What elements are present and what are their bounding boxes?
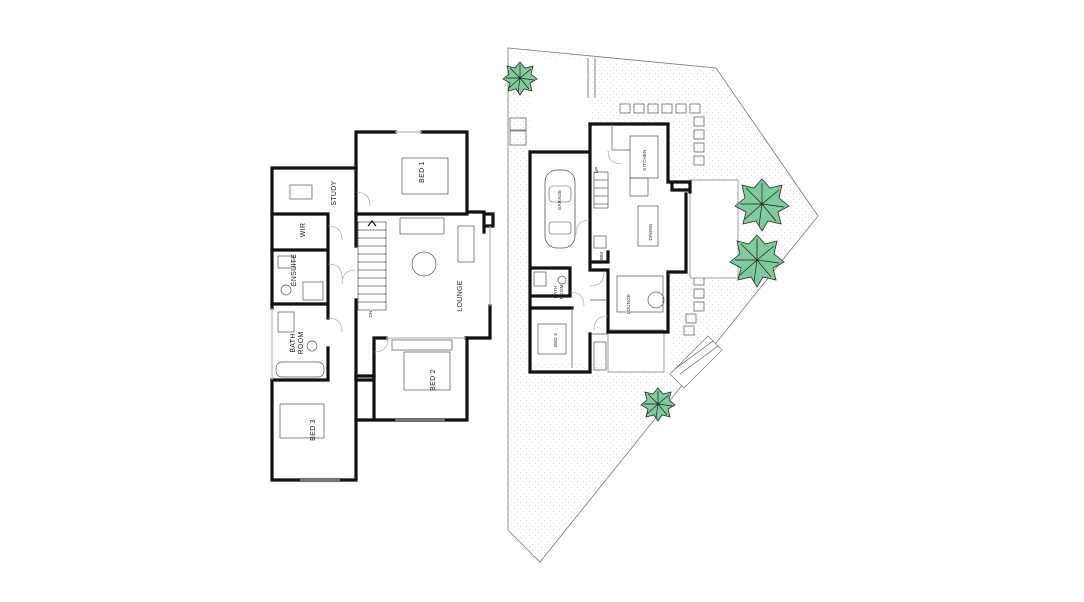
ground-floor-plan: GARAGE KITCHEN DINING BATH ROOM WM LOUNG… [502,47,819,563]
ground-door-swings [569,149,623,331]
upper-floor-interior-walls [270,212,469,422]
room-label-study: STUDY [331,180,338,205]
stair-label-up: UP [594,167,599,174]
room-label-bed4: BED 4 [553,333,558,347]
room-label-wir: WIR [300,223,307,238]
upper-floor-plan: STUDY BED 1 WIR ENSUITE LOUNGE BATH ROOM… [270,130,495,482]
ground-floor-walls [528,122,692,374]
room-label-dining: DINING [648,223,653,240]
room-label-kitchen: KITCHEN [642,149,647,170]
upper-door-swings [327,191,389,353]
room-label-bed3: BED 3 [310,419,317,441]
room-label-bathroom-upper-2: ROOM [298,332,305,355]
tree-icon [640,387,676,422]
room-label-bath-ground-2: ROOM [559,285,564,300]
room-label-garage: GARAGE [557,190,562,210]
room-label-lounge-ground: LOUNGE [626,294,631,314]
tree-icon [729,234,785,288]
upper-floor-walls [270,130,495,482]
room-label-bath-ground-1: BATH [553,286,558,298]
garden-steps [669,335,723,389]
tree-icon [734,178,790,232]
upper-staircase [357,221,387,311]
car-icon [544,169,576,249]
paving-tiles [619,103,705,336]
bins [509,117,527,146]
room-label-wm: WM [599,252,604,260]
room-label-lounge-upper: LOUNGE [457,280,464,311]
room-label-bed2: BED 2 [430,369,437,391]
room-label-bed1: BED 1 [419,161,426,183]
ground-interior-lines [533,124,665,371]
stair-arrow-icon [367,220,377,227]
upper-furniture [275,157,475,439]
stair-label-dn: DN [368,311,373,318]
room-label-bathroom-upper-1: BATH [290,333,297,352]
deck [689,179,739,279]
upper-windows [271,131,491,481]
driveway [530,60,588,150]
room-label-ensuite: ENSUITE [291,254,298,286]
tree-icon [502,61,538,96]
patio [607,329,665,373]
